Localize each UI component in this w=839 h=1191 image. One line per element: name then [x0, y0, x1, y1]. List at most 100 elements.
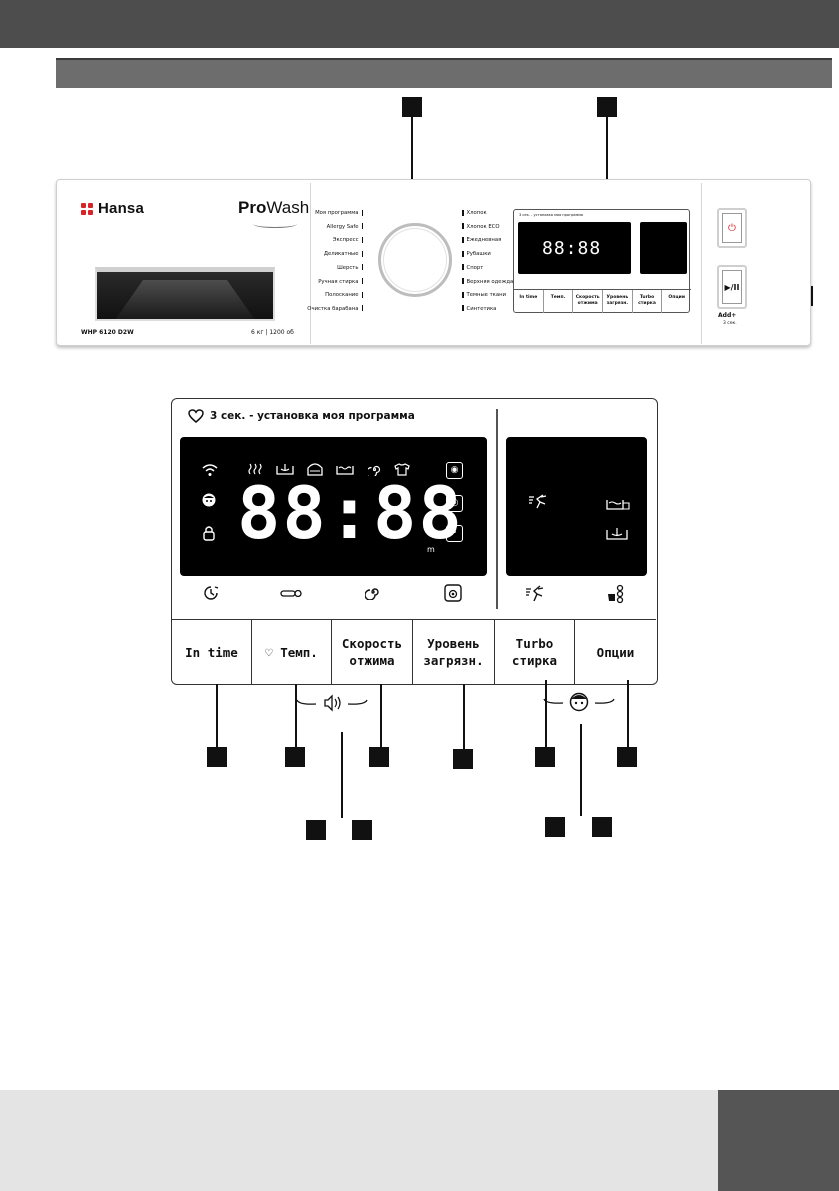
mini-button[interactable]: Опции — [668, 295, 685, 300]
mini-button[interactable]: In time — [514, 290, 544, 313]
steam-icon — [247, 463, 263, 480]
mini-display-panel: 3 сек. - установка моя программа 88:88 I… — [513, 209, 691, 313]
turbo-icon — [525, 584, 545, 608]
hansa-logo-icon — [81, 202, 93, 215]
sound-combo-indicator — [296, 694, 368, 712]
mini-heart-text: 3 сек. - установка моя программа — [519, 213, 584, 217]
thermometer-icon — [280, 584, 302, 608]
callout-display — [597, 97, 617, 117]
prewash-option-icon — [606, 527, 628, 546]
my-program-hint-text: 3 сек. - установка моя программа — [210, 410, 415, 422]
leader-line — [627, 680, 629, 750]
program-knob[interactable] — [378, 223, 452, 297]
indicator-row — [172, 584, 659, 609]
program-label: Хлопок ECO — [462, 221, 522, 235]
program-label: Темные ткани — [462, 289, 522, 303]
model-label: WHP 6120 D2W — [81, 329, 134, 336]
section-bar — [56, 58, 832, 88]
lock-icon — [203, 525, 215, 546]
page-number-tab — [718, 1090, 839, 1191]
child-lock-face-icon — [202, 493, 216, 512]
play-pause-icon: ▶/II — [722, 270, 742, 304]
program-list-left: Моя программа Allergy Safe Экспресс Дели… — [291, 207, 363, 317]
brand-name: Hansa — [98, 200, 145, 217]
power-button[interactable]: ⏻ — [717, 208, 747, 248]
header-band — [0, 0, 839, 48]
leader-line — [295, 684, 297, 750]
add-label: Add+ — [718, 312, 737, 319]
program-label: Экспресс — [291, 234, 363, 248]
callout-options — [617, 747, 637, 767]
footer-band — [0, 1090, 839, 1191]
leader-line — [380, 684, 382, 750]
program-label: Хлопок — [462, 207, 522, 221]
in-time-button[interactable]: In time — [172, 620, 252, 684]
mini-button[interactable]: Turbo стирка — [633, 290, 663, 313]
hours-unit: h — [427, 519, 433, 528]
soil-heavy-icon: ◉ — [446, 462, 463, 479]
soil-light-icon: • — [446, 525, 463, 542]
control-panel-detail: 3 сек. - установка моя программа — [171, 398, 658, 685]
program-label: Полоскание — [291, 289, 363, 303]
leader-line — [216, 684, 218, 750]
speaker-icon — [324, 694, 341, 712]
heart-icon — [188, 409, 204, 423]
my-program-hint: 3 сек. - установка моя программа — [188, 409, 415, 423]
program-label: Спорт — [462, 262, 522, 276]
washer-front-panel: Hansa ProWash WHP 6120 D2W 6 кг | 1200 о… — [56, 179, 811, 346]
leader-line — [545, 680, 547, 750]
program-label: Ежедневная — [462, 234, 522, 248]
callout-sound-a — [306, 820, 326, 840]
options-button[interactable]: Опции — [596, 644, 635, 660]
program-label: Шерсть — [291, 262, 363, 276]
callout-temp — [285, 747, 305, 767]
main-lcd: ◉ ◎ • 88:88 h m — [180, 437, 487, 576]
callout-sound-b — [352, 820, 372, 840]
capacity-label: 6 кг | 1200 об — [251, 329, 294, 336]
divider — [701, 183, 702, 344]
detergent-drawer[interactable] — [95, 267, 275, 321]
start-pause-button[interactable]: ▶/II — [717, 265, 747, 309]
minutes-unit: m — [427, 545, 435, 554]
shirt-icon — [394, 463, 410, 481]
mini-button-row: In time Темп. Скорость отжима Уровень за… — [514, 289, 691, 313]
callout-lock-a — [545, 817, 565, 837]
time-digits: 88:88 — [237, 471, 464, 555]
callout-in-time — [207, 747, 227, 767]
mini-button[interactable]: Уровень загрязн. — [603, 290, 633, 313]
prewash-icon — [276, 463, 294, 480]
mini-lcd-side — [640, 222, 687, 274]
child-lock-combo-indicator — [543, 692, 615, 712]
mini-button[interactable]: Темп. — [544, 290, 574, 313]
program-label: Allergy Safe — [291, 221, 363, 235]
program-label: Верхняя одежда — [462, 276, 522, 290]
soil-level-icon — [444, 584, 462, 608]
timer-icon — [202, 584, 220, 608]
callout-turbo — [535, 747, 555, 767]
options-icon — [606, 584, 626, 610]
panel-separator — [496, 409, 498, 609]
basket-icon — [306, 462, 324, 481]
child-face-icon — [569, 692, 589, 712]
mini-lcd: 88:88 — [518, 222, 631, 274]
leader-line — [580, 724, 582, 816]
program-list-right: Хлопок Хлопок ECO Ежедневная Рубашки Спо… — [462, 207, 522, 317]
turbo-wash-icon — [528, 493, 548, 514]
spin-icon — [364, 584, 381, 606]
temp-button[interactable]: ♡ Темп. — [252, 620, 332, 684]
leader-line — [411, 117, 413, 225]
callout-knob — [402, 97, 422, 117]
mini-digits: 88:88 — [542, 238, 602, 259]
power-icon: ⏻ — [722, 213, 742, 243]
callout-spin — [369, 747, 389, 767]
rinse-icon — [336, 463, 354, 480]
program-label: Деликатные — [291, 248, 363, 262]
wifi-icon — [202, 463, 218, 482]
program-label: Очистка барабана — [291, 303, 363, 317]
leader-line — [463, 684, 465, 750]
mini-button[interactable]: Скорость отжима — [573, 290, 604, 313]
